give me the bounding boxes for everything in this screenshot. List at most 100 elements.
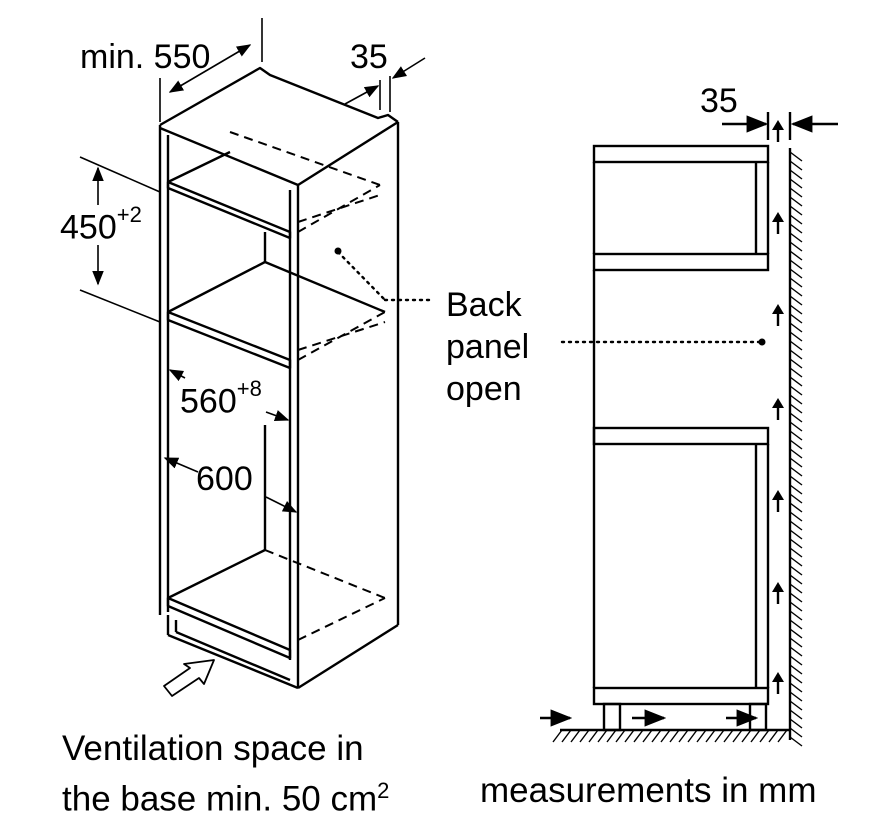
- wall-hatch-stroke: [789, 151, 803, 162]
- floor-hatch-stroke: [642, 729, 653, 743]
- wall-hatch-stroke: [789, 592, 803, 603]
- floor-hatch-stroke: [705, 729, 716, 743]
- wall-hatch-stroke: [789, 565, 803, 576]
- wall-hatch-stroke: [789, 547, 803, 558]
- wall-hatch-stroke: [789, 700, 803, 711]
- wall-hatch-stroke: [789, 178, 803, 189]
- wall-hatch-stroke: [789, 556, 803, 567]
- floor-hatch-stroke: [561, 729, 572, 743]
- floor-hatch-stroke: [552, 729, 563, 743]
- wall-hatch-stroke: [789, 223, 803, 234]
- dimension-cabinet-depth: min. 550: [80, 38, 211, 76]
- wall-hatch-stroke: [789, 682, 803, 693]
- upper-shelf: [592, 144, 770, 164]
- shelf-top: [166, 180, 292, 240]
- wall-hatch-stroke: [789, 691, 803, 702]
- dimension-lines-left: [79, 18, 426, 513]
- base-shelf: [592, 686, 770, 706]
- wall-hatch-stroke: [789, 583, 803, 594]
- dimension-side-gap: 35: [700, 82, 738, 120]
- wall-hatch-stroke: [789, 349, 803, 360]
- floor-hatch-stroke: [669, 729, 680, 743]
- shelf-bottom: [166, 596, 292, 660]
- wall-hatch-stroke: [789, 610, 803, 621]
- wall-hatch-stroke: [789, 439, 803, 450]
- up-arrow-icon: [772, 398, 784, 420]
- inner-width-tolerance: +8: [236, 376, 262, 401]
- wall-hatch-stroke: [789, 502, 803, 513]
- shelf-middle: [166, 310, 292, 370]
- cabinet-top-back-edge: [297, 120, 399, 187]
- wall-hatch-stroke: [789, 709, 803, 720]
- wall-hatch-stroke: [789, 421, 803, 432]
- up-arrow-icon: [772, 582, 784, 604]
- wall-hatch-stroke: [789, 358, 803, 369]
- wall-hatch-stroke: [789, 322, 803, 333]
- up-arrow-icon: [772, 672, 784, 694]
- floor-hatch: [552, 729, 788, 743]
- floor-hatch-stroke: [633, 729, 644, 743]
- floor-hatch-stroke: [597, 729, 608, 743]
- floor-hatch-stroke: [678, 729, 689, 743]
- side-section: [560, 112, 838, 740]
- wall-hatch-stroke: [789, 241, 803, 252]
- floor-hatch-stroke: [714, 729, 725, 743]
- floor-hatch-stroke: [732, 729, 743, 743]
- wall-hatch-stroke: [789, 637, 803, 648]
- dimension-top-gap: 35: [350, 38, 388, 76]
- wall-hatch-stroke: [789, 385, 803, 396]
- wall-hatch-stroke: [789, 475, 803, 486]
- ventilation-caption-line-2: the base min. 50 cm2: [62, 770, 389, 821]
- wall-hatch-stroke: [789, 187, 803, 198]
- wall-hatch-stroke: [789, 529, 803, 540]
- cabinet-top-front-edge: [159, 126, 299, 187]
- wall-hatch-stroke: [789, 673, 803, 684]
- wall-hatch-stroke: [789, 331, 803, 342]
- callout-back-panel: Back panel open: [446, 284, 529, 410]
- floor-hatch-stroke: [651, 729, 662, 743]
- vent-arrows: [772, 120, 784, 694]
- callout-dot-left: [334, 247, 342, 255]
- wall-hatch-stroke: [789, 430, 803, 441]
- up-arrow-icon: [772, 304, 784, 326]
- floor-hatch-stroke: [750, 729, 761, 743]
- ventilation-caption-text: the base min. 50 cm: [62, 779, 378, 819]
- up-arrow-icon: [772, 490, 784, 512]
- wall-hatch-stroke: [789, 511, 803, 522]
- back-panel-dashed: [229, 131, 386, 641]
- dimension-outer-width: 600: [196, 460, 253, 498]
- dimension-niche-height: 450+2: [60, 204, 142, 247]
- hollow-arrow-icon: [163, 659, 215, 697]
- wall-hatch-stroke: [789, 727, 803, 738]
- wall-hatch-stroke: [789, 466, 803, 477]
- wall-hatch-stroke: [789, 196, 803, 207]
- wall-hatch-stroke: [789, 574, 803, 585]
- back-panel-callout-lines: [336, 250, 764, 344]
- callout-line-2: panel: [446, 328, 530, 366]
- wall-hatch-stroke: [789, 394, 803, 405]
- wall-hatch-stroke: [789, 205, 803, 216]
- middle-shelf: [592, 252, 770, 272]
- niche-height-value: 450: [60, 208, 117, 247]
- floor-hatch-stroke: [759, 729, 770, 743]
- wall-hatch-stroke: [789, 493, 803, 504]
- wall-hatch-stroke: [789, 214, 803, 225]
- wall-hatch-stroke: [789, 655, 803, 666]
- wall-hatch-stroke: [789, 313, 803, 324]
- floor-hatch-stroke: [660, 729, 671, 743]
- wall-hatch: [789, 151, 803, 747]
- wall-hatch-stroke: [789, 736, 803, 747]
- floor-hatch-stroke: [741, 729, 752, 743]
- units-caption: measurements in mm: [480, 771, 817, 810]
- lower-top-shelf: [592, 426, 770, 446]
- wall-hatch-stroke: [789, 376, 803, 387]
- floor-hatch-stroke: [615, 729, 626, 743]
- wall-hatch-stroke: [789, 304, 803, 315]
- wall-hatch-stroke: [789, 403, 803, 414]
- up-arrow-icon: [772, 120, 784, 142]
- wall-hatch-stroke: [789, 169, 803, 180]
- wall-hatch-stroke: [789, 619, 803, 630]
- wall-hatch-stroke: [789, 232, 803, 243]
- wall-hatch-stroke: [789, 268, 803, 279]
